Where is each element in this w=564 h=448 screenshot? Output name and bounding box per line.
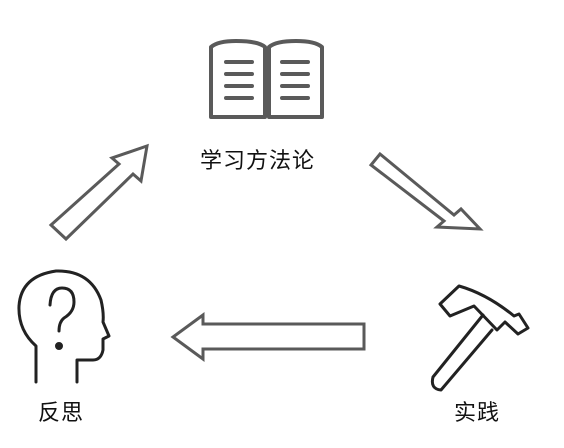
open-book-icon: [209, 39, 324, 119]
hammer-icon: [430, 284, 530, 392]
node-label-practice: 实践: [454, 401, 501, 426]
arrow-icon: [48, 143, 149, 242]
node-label-reflection: 反思: [38, 401, 85, 426]
arrow-icon: [368, 151, 484, 231]
head-question-icon: [17, 269, 111, 384]
node-label-learning-method: 学习方法论: [200, 149, 316, 174]
arrow-icon: [170, 312, 366, 362]
